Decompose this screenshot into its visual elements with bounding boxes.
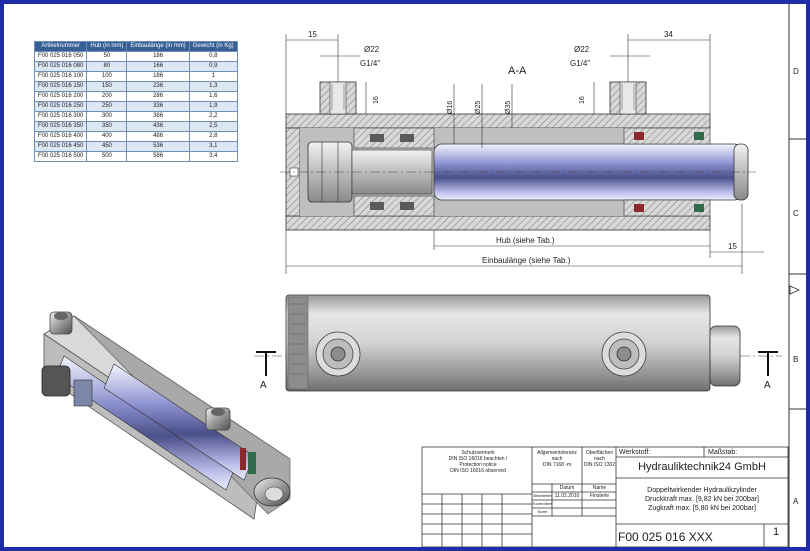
tb-line: DIN ISO 1302 bbox=[583, 462, 616, 468]
side-view bbox=[254, 294, 782, 392]
section-dimensions bbox=[285, 34, 764, 274]
title-block-lines bbox=[421, 446, 789, 547]
description: Doppeltwirkender Hydraulikzylinder Druck… bbox=[616, 486, 788, 513]
massstab-label: Maßstab: bbox=[708, 449, 738, 456]
dia-25: Ø25 bbox=[475, 101, 482, 114]
spec-table-header: Artikelnummer Hub (in mm) Einbaulänge (i… bbox=[33, 41, 238, 52]
oberflaechen: Oberflächen nach DIN ISO 1302 bbox=[583, 450, 616, 468]
border-letter-a: A bbox=[793, 497, 799, 506]
allgemeintoleranz: Allgemeintoleranz nach DIN 7168 -m bbox=[533, 450, 581, 468]
tb-line: DIN 7168 -m bbox=[542, 462, 572, 468]
desc-line: Zugkraft max. [5,80 kN bei 200bar] bbox=[648, 505, 756, 512]
dim-16-left: 16 bbox=[373, 96, 380, 104]
dim-34-top: 34 bbox=[664, 30, 673, 39]
border-letter-d: D bbox=[793, 67, 799, 76]
tb-line: DIN ISO 16016 beachten / bbox=[448, 456, 508, 462]
sheet-number: 1 bbox=[772, 526, 780, 538]
cell: F00 025 016 500 bbox=[33, 151, 88, 162]
cell: 586 bbox=[126, 151, 190, 162]
werkstoff-label: Werkstoff: bbox=[619, 449, 651, 456]
datum-label: Datum bbox=[559, 485, 575, 491]
desc-line: Doppeltwirkender Hydraulikzylinder bbox=[647, 487, 757, 494]
bearbeitet-label: Bearbeitet bbox=[533, 493, 552, 498]
border-letter-b: B bbox=[793, 355, 798, 364]
sheet-border bbox=[788, 4, 806, 547]
tb-line: Allgemeintoleranz bbox=[537, 450, 577, 456]
dia-port-left: Ø22 bbox=[364, 45, 380, 54]
tb-line: Oberflächen bbox=[585, 450, 614, 456]
dia-35: Ø35 bbox=[505, 101, 512, 114]
section-mark-right: A bbox=[764, 380, 771, 391]
kontrolliert-label: Kontrolliert bbox=[533, 501, 553, 506]
tb-line: nach bbox=[551, 456, 563, 462]
dim-15-top: 15 bbox=[308, 30, 317, 39]
norm-label: Norm bbox=[537, 509, 548, 514]
tb-line: Protection notice bbox=[459, 462, 497, 468]
border-letter-c: C bbox=[793, 209, 799, 218]
thread-right: G1/4" bbox=[570, 59, 590, 68]
tb-line: nach bbox=[594, 456, 605, 462]
isometric-cutaway bbox=[41, 311, 291, 520]
dim-15-bottom: 15 bbox=[728, 242, 737, 251]
thread-left: G1/4" bbox=[360, 59, 380, 68]
spec-table: Artikelnummer Hub (in mm) Einbaulänge (i… bbox=[33, 41, 238, 162]
einbau-label: Einbaulänge (siehe Tab.) bbox=[482, 256, 571, 265]
section-view bbox=[280, 81, 756, 231]
bearbeitet-name: Finsterle bbox=[589, 493, 610, 499]
dim-16-right: 16 bbox=[579, 96, 586, 104]
company-name: Hydrauliktechnik24 GmbH bbox=[638, 461, 766, 473]
technical-drawing: 15 34 Ø22 G1/4" Ø22 G1/4" A-A 16 16 Ø16 … bbox=[41, 4, 806, 547]
cell: 3,4 bbox=[188, 151, 238, 162]
drawing-sheet: Artikelnummer Hub (in mm) Einbaulänge (i… bbox=[4, 4, 806, 547]
drawing-number: F00 025 016 XXX bbox=[618, 530, 713, 544]
section-mark-left: A bbox=[260, 380, 267, 391]
desc-line: Druckkraft max. [9,82 kN bei 200bar] bbox=[645, 496, 759, 503]
schutzvermerk: Schutzvermerk DIN ISO 16016 beachten / P… bbox=[428, 450, 528, 474]
bearbeitet-date: 11.02.2010 bbox=[554, 493, 580, 499]
tb-line: DIN ISO 16016 observed bbox=[450, 468, 506, 474]
dia-port-right: Ø22 bbox=[574, 45, 590, 54]
dia-16: Ø16 bbox=[447, 101, 454, 114]
name-label: Name bbox=[592, 485, 607, 491]
tb-line: Schutzvermerk bbox=[461, 450, 495, 456]
section-title: A-A bbox=[508, 65, 527, 77]
hub-label: Hub (siehe Tab.) bbox=[496, 236, 555, 245]
